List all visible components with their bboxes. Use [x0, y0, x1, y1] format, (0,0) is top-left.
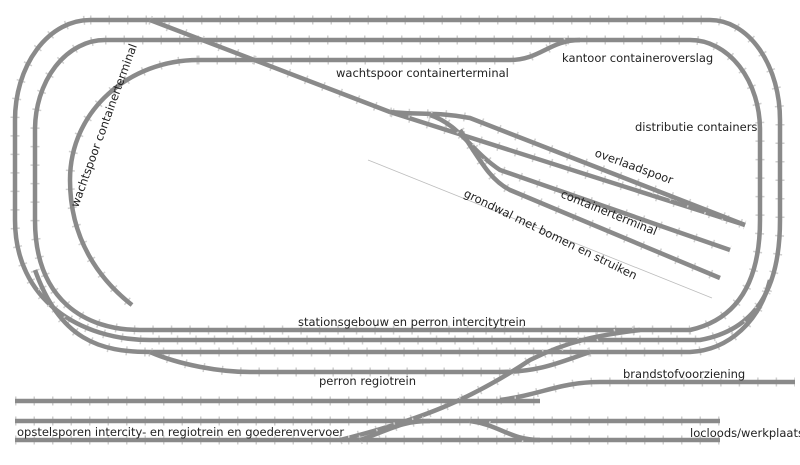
outer-loop-track — [12, 17, 783, 343]
label-brandstof: brandstofvoorziening — [623, 367, 745, 381]
locloods-switch-track — [469, 418, 541, 443]
middle-loop-track — [32, 37, 763, 333]
terminal-track-3 — [458, 128, 721, 281]
terminal-track-2-sleepers — [428, 110, 732, 255]
brandstof-track — [499, 379, 795, 403]
label-opstelsporen: opstelsporen intercity- en regiotrein en… — [17, 425, 344, 439]
label-kantoor: kantoor containeroverslag — [562, 51, 713, 65]
middle-loop-track-sleepers — [30, 35, 765, 335]
terminal-track-1 — [389, 109, 746, 228]
embankment-line — [367, 159, 713, 299]
labels: wachtspoor containerterminal wachtspoor … — [17, 42, 800, 440]
label-distributie: distributie containers — [635, 120, 757, 134]
terminal-track-2 — [429, 112, 731, 253]
label-stationsgebouw: stationsgebouw en perron intercitytrein — [298, 315, 526, 329]
left-siding-track — [67, 57, 199, 307]
label-wachtspoor-top: wachtspoor containerterminal — [336, 66, 509, 80]
perron-regiotrein-track — [149, 349, 591, 375]
inner-loop-track — [198, 37, 581, 63]
label-locloods: locloods/werkplaats — [690, 426, 800, 440]
tracks — [10, 15, 795, 445]
label-perron-regiotrein: perron regiotrein — [319, 374, 416, 388]
siding-link-track — [359, 418, 431, 443]
label-wachtspoor-left: wachtspoor containerterminal — [68, 42, 140, 209]
